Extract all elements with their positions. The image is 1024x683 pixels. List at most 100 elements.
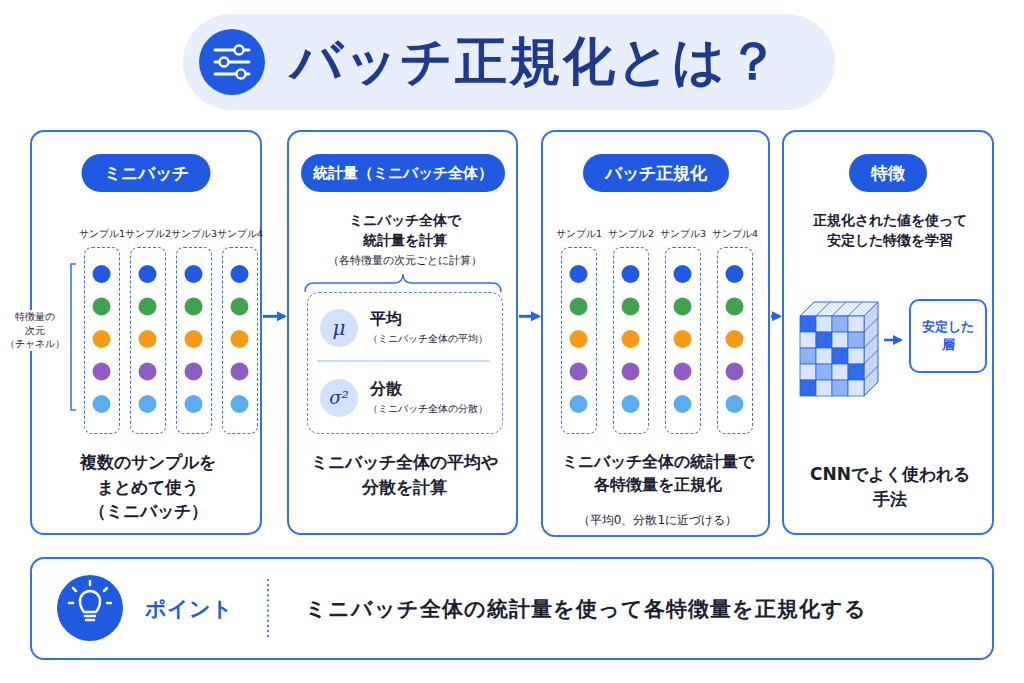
- sample-label: サンプル1: [79, 228, 125, 239]
- dot-stack: [131, 248, 164, 432]
- result-box: 安定した 層: [909, 299, 987, 373]
- cube-cell: [800, 316, 816, 332]
- sample-column: サンプル2: [613, 247, 649, 434]
- feature-dot: [93, 330, 111, 348]
- lightbulb-icon: [57, 575, 123, 641]
- cube-cell: [800, 364, 816, 380]
- body-text: （ミニバッチ全体の平均）: [368, 332, 500, 347]
- dot-stack: [85, 248, 118, 432]
- cube-arrow: [884, 339, 901, 342]
- flow-arrow: [771, 315, 780, 318]
- body-text: 正規化された値を使って 安定した特徴を学習: [795, 210, 985, 251]
- bulb-ray: [73, 588, 76, 591]
- feature-dot: [570, 363, 588, 381]
- bulb-ray: [107, 602, 111, 605]
- dot-stack: [177, 248, 210, 432]
- cube-grid-line: [864, 350, 878, 364]
- cube-grid-line: [864, 318, 878, 332]
- cube-cell: [832, 332, 848, 348]
- feature-dot: [622, 330, 640, 348]
- cube-grid-line: [848, 302, 862, 316]
- cube-grid-line: [816, 302, 830, 316]
- bulb-ray: [69, 602, 73, 605]
- feature-dot: [622, 265, 640, 283]
- feature-dot: [622, 363, 640, 381]
- body-text: CNNでよく使われる 手法: [802, 462, 978, 511]
- feature-dot: [231, 330, 249, 348]
- bulb-ray: [104, 588, 107, 591]
- sample-label: サンプル3: [660, 228, 706, 239]
- feature-dot: [139, 265, 157, 283]
- feature-dot: [231, 363, 249, 381]
- slider-knob: [235, 46, 244, 55]
- body-text: 平均: [370, 307, 496, 330]
- body-text: （各特徴量の次元ごとに計算）: [294, 253, 515, 269]
- dot-stack: [614, 248, 647, 432]
- feature-dot: [726, 363, 744, 381]
- feature-dot: [139, 330, 157, 348]
- step-panel: ミニバッチ全体の統計量で 各特徴量を正規化 （平均0、分散1に近づける） バッチ正規…: [541, 130, 770, 537]
- sample-column: サンプル1: [84, 247, 120, 434]
- cube-grid-line: [864, 366, 878, 380]
- heading-text: 統計量（ミニバッチ全体）: [313, 164, 493, 182]
- heading-pill: バッチ正規化: [583, 154, 729, 192]
- body-text: ミニバッチ全体で 統計量を計算: [319, 210, 490, 251]
- feature-dot: [93, 363, 111, 381]
- body-text: （平均0、分散1に近づける）: [547, 512, 768, 529]
- feature-dot: [231, 265, 249, 283]
- cube-cell: [816, 364, 832, 380]
- sample-label: サンプル1: [556, 228, 602, 239]
- bulb-ray: [89, 581, 92, 585]
- sample-column: サンプル4: [222, 247, 258, 434]
- sample-column: サンプル2: [130, 247, 166, 434]
- body-text: ミニバッチ全体の平均や 分散を計算: [297, 450, 512, 499]
- cube-cell: [800, 348, 816, 364]
- feature-dot: [139, 395, 157, 413]
- dot-stack: [562, 248, 595, 432]
- feature-dot: [622, 298, 640, 316]
- axis-label: 特徴量の 次元 （チャネル）: [4, 310, 66, 351]
- cube-cell: [832, 364, 848, 380]
- sample-label: サンプル3: [171, 228, 217, 239]
- feature-dot: [570, 265, 588, 283]
- sample-column: サンプル3: [176, 247, 212, 434]
- symbol-circle: μ: [320, 309, 358, 347]
- feature-dot: [674, 330, 692, 348]
- brace: [305, 274, 501, 292]
- step-panel: 正規化された値を使って 安定した特徴を学習CNNでよく使われる 手法特徴安定した…: [782, 130, 994, 535]
- sample-label: サンプル4: [712, 228, 758, 239]
- heading-text: ミニバッチ: [104, 163, 189, 183]
- feature-dot: [570, 395, 588, 413]
- feature-dot: [231, 395, 249, 413]
- cube-grid-line: [832, 302, 846, 316]
- cube-cell: [848, 316, 864, 332]
- sample-column: サンプル3: [665, 247, 701, 434]
- slider-knob: [220, 58, 229, 67]
- cube-cell: [800, 380, 816, 396]
- feature-dot: [674, 298, 692, 316]
- title: バッチ正規化とは？: [290, 27, 781, 97]
- feature-dot: [185, 395, 203, 413]
- step-panel: ミニバッチ全体で 統計量を計算 （各特徴量の次元ごとに計算） ミニバッチ全体の平均や…: [287, 130, 518, 535]
- point-bar: ポイントミニバッチ全体の統計量を使って各特徴量を正規化する: [30, 557, 994, 660]
- cube-cell: [832, 348, 848, 364]
- cube-cell: [848, 348, 864, 364]
- symbol-text: σ²: [329, 389, 349, 407]
- cube-cell: [816, 316, 832, 332]
- body-text: ミニバッチ全体の統計量で 各特徴量を正規化: [555, 450, 760, 496]
- body-text: 安定した 層: [915, 318, 981, 353]
- feature-dot: [185, 363, 203, 381]
- sample-column: サンプル1: [561, 247, 597, 434]
- dotted-separator: [267, 580, 269, 638]
- sample-label: サンプル2: [125, 228, 171, 239]
- bulb-base: [85, 615, 95, 618]
- feature-cube: [800, 302, 878, 396]
- feature-dot: [185, 298, 203, 316]
- feature-dot: [185, 330, 203, 348]
- feature-dot: [674, 363, 692, 381]
- dot-stack: [223, 248, 256, 432]
- feature-dot: [93, 298, 111, 316]
- body-text: （ミニバッチ全体の分散）: [368, 402, 500, 417]
